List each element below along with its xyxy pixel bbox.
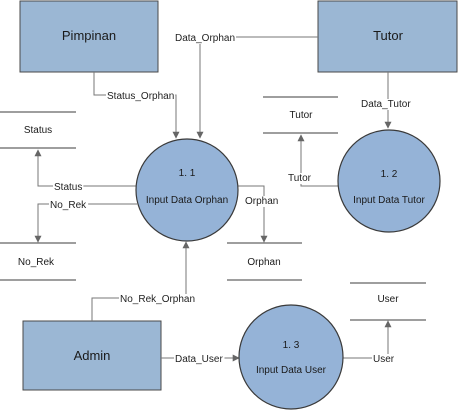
entity-tutor-box [317,0,458,73]
flow-no-rek-label: No_Rek [50,200,87,211]
entity-tutor-label: Tutor [373,28,404,43]
store-tutor-label: Tutor [290,110,314,121]
store-user-label: User [377,294,399,305]
store-status: Status [0,111,76,149]
flow-label-background [372,354,396,365]
process-input-data-orphan-number: 1. 1 [179,168,196,179]
flow-status-line [34,149,137,187]
flow-label-background [53,182,84,193]
flow-label-background [119,294,197,305]
store-no-rek: No_Rek [0,242,76,281]
process-input-data-user-name: Input Data User [256,365,327,376]
flow-tutor-label: Tutor [288,173,312,184]
process-input-data-orphan-circle [135,138,239,242]
flow-label-background [244,196,280,207]
entity-pimpinan-box [19,0,159,73]
entity-pimpinan-label: Pimpinan [62,28,116,43]
flow-label-background [360,99,413,110]
flow-label-background [174,354,225,365]
flow-label-background [287,173,313,184]
store-no-rek-label: No_Rek [18,257,55,268]
store-orphan: Orphan [227,242,302,281]
entity-pimpinan: Pimpinan [19,0,159,73]
store-orphan-label: Orphan [247,257,280,268]
store-user: User [350,282,426,321]
flow-no-rek-line [34,203,137,243]
flow-no-rek-orphan-line [91,241,190,321]
flow-data-user-label: Data_User [175,354,223,365]
flow-status-orphan-line [93,72,180,139]
flow-orphan-line [238,185,268,243]
flow-label-background [174,33,237,44]
flow-data-orphan-line [196,36,318,139]
process-input-data-tutor-circle [337,129,441,233]
entity-admin: Admin [22,320,162,391]
process-input-data-user-circle [238,304,344,410]
flow-user-label: User [373,354,395,365]
flow-user-line [343,320,392,359]
entity-admin-label: Admin [74,348,111,363]
process-input-data-user-number: 1. 3 [283,340,300,351]
process-input-data-orphan-name: Input Data Orphan [146,195,228,206]
process-input-data-orphan: 1. 1 Input Data Orphan [135,138,239,242]
flow-data-orphan-label: Data_Orphan [175,33,235,44]
flow-status-orphan-label: Status_Orphan [107,91,174,102]
process-input-data-tutor-name: Input Data Tutor [353,195,425,206]
flow-status-label: Status [54,182,82,193]
process-input-data-tutor-number: 1. 2 [381,169,398,180]
store-status-label: Status [24,125,52,136]
process-input-data-tutor: 1. 2 Input Data Tutor [337,129,441,233]
store-tutor: Tutor [263,96,338,134]
entity-tutor: Tutor [317,0,458,73]
flow-label-background [106,91,176,102]
flow-tutor-line [297,134,338,187]
flow-label-background [49,200,89,211]
flow-data-tutor-label: Data_Tutor [361,99,411,110]
flow-no-rek-orphan-label: No_Rek_Orphan [120,294,195,305]
flow-orphan-label: Orphan [245,196,278,207]
process-input-data-user: 1. 3 Input Data User [238,304,344,410]
